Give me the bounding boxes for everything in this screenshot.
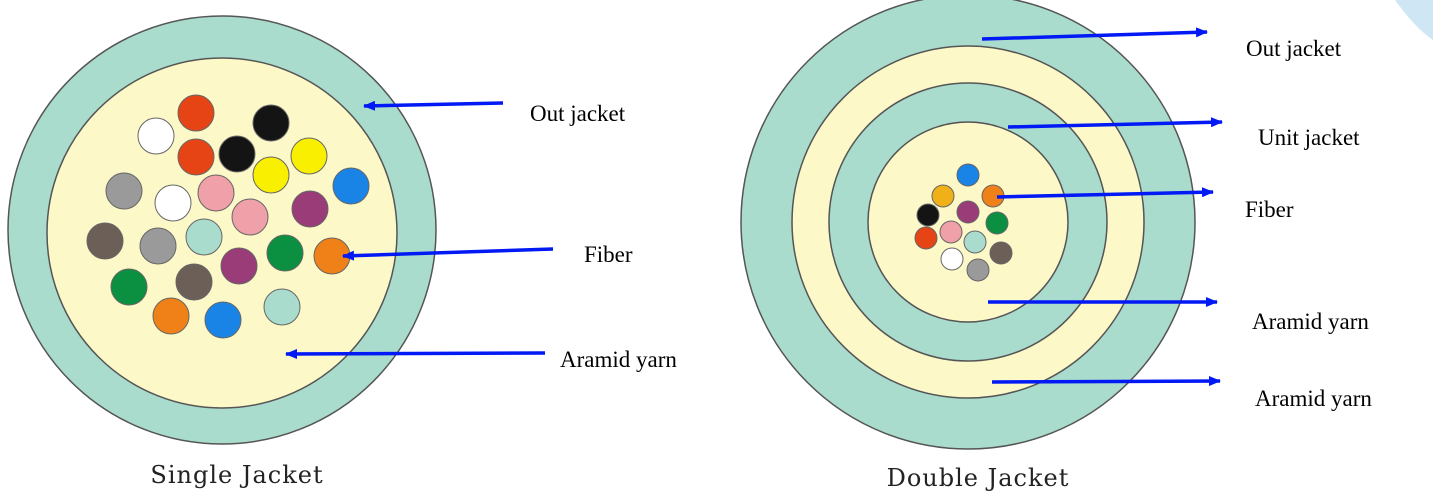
single-fiber-green — [266, 234, 304, 272]
single-fiber-yellow — [252, 156, 290, 194]
double-fiber-white — [940, 247, 964, 271]
single-fiber-brown — [175, 263, 213, 301]
single-fiber-pink — [231, 198, 269, 236]
double-fiber-bundle — [914, 163, 1013, 282]
label-single-aramid-yarn: Aramid yarn — [560, 347, 677, 372]
arrow-single-out-jacket — [363, 100, 504, 111]
label-double-aramid-yarn-inner: Aramid yarn — [1252, 309, 1369, 334]
label-double-aramid-yarn-outer: Aramid yarn — [1255, 386, 1372, 411]
corner-decoration — [1395, 0, 1433, 40]
double-fiber-blue — [956, 163, 980, 187]
single-fiber-white — [137, 117, 175, 155]
single-fiber-gray — [139, 227, 177, 265]
label-single-fiber: Fiber — [584, 242, 633, 267]
single-jacket-diagram: Out jacket Fiber Aramid yarn Single Jack… — [7, 15, 677, 489]
double-fiber-amber — [931, 184, 955, 208]
single-fiber-orange — [152, 297, 190, 335]
single-fiber-pink — [197, 174, 235, 212]
single-fiber-black — [252, 104, 290, 142]
single-fiber-bundle — [86, 94, 370, 339]
double-fiber-pink — [939, 220, 963, 244]
double-fiber-purple — [956, 200, 980, 224]
double-fiber-brown — [989, 241, 1013, 265]
double-fiber-gray — [966, 258, 990, 282]
double-jacket-diagram: Out jacket Unit jacket Fiber Aramid yarn… — [740, 0, 1372, 492]
double-fiber-green — [985, 211, 1009, 235]
arrow-single-aramid-yarn — [285, 348, 546, 359]
arrow-double-out-jacket — [981, 27, 1208, 41]
arrow-double-aramid-yarn-outer — [991, 376, 1221, 387]
single-fiber-orange-red — [177, 138, 215, 176]
double-fiber-aqua — [963, 230, 987, 254]
single-fiber-brown — [86, 222, 124, 260]
arrow-double-unit-jacket — [1007, 117, 1223, 129]
single-fiber-purple — [220, 247, 258, 285]
single-fiber-aqua — [185, 218, 223, 256]
single-fiber-black — [218, 135, 256, 173]
single-fiber-orange-red — [177, 94, 215, 132]
label-double-unit-jacket: Unit jacket — [1258, 125, 1360, 150]
single-fiber-blue — [204, 301, 242, 339]
caption-single-jacket: Single Jacket — [150, 461, 323, 489]
single-fiber-blue — [332, 167, 370, 205]
single-fiber-green — [110, 268, 148, 306]
label-double-fiber: Fiber — [1245, 197, 1294, 222]
caption-double-jacket: Double Jacket — [887, 464, 1070, 492]
single-fiber-aqua — [263, 288, 301, 326]
single-fiber-white — [154, 184, 192, 222]
single-fiber-purple — [291, 190, 329, 228]
label-double-out-jacket: Out jacket — [1246, 36, 1342, 61]
label-single-out-jacket: Out jacket — [530, 101, 626, 126]
arrow-double-fiber — [996, 187, 1214, 199]
single-fiber-gray — [105, 172, 143, 210]
arrow-single-fiber — [342, 247, 554, 261]
double-fiber-black — [916, 203, 940, 227]
double-fiber-orange-red — [914, 226, 938, 250]
single-fiber-yellow — [290, 137, 328, 175]
